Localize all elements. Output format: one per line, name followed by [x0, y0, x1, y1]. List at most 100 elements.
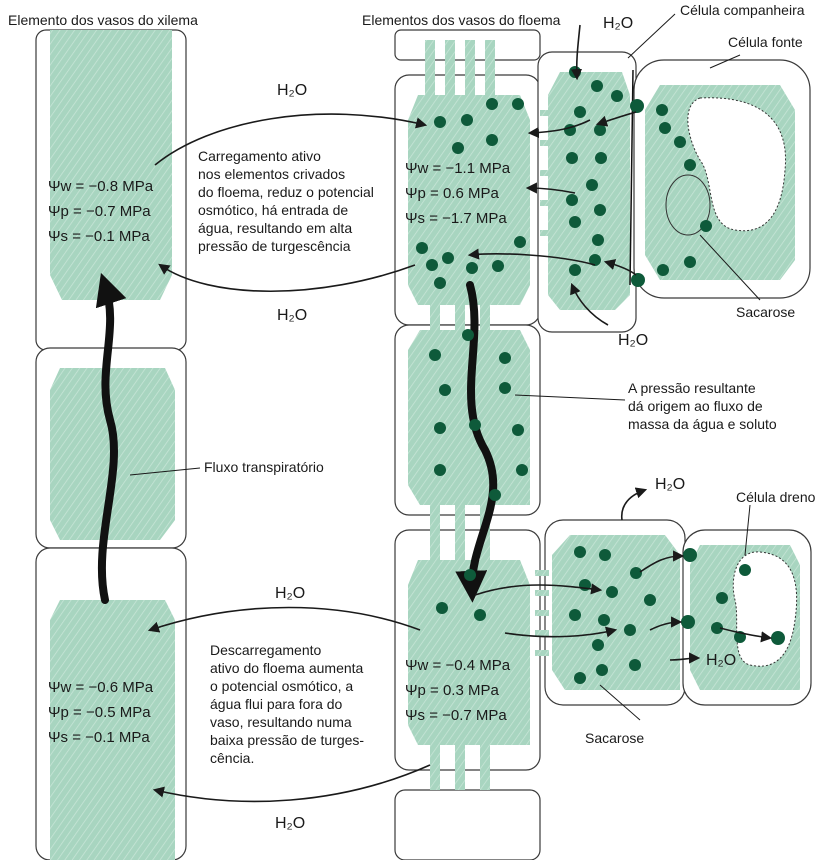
companion-cell-label: Célula companheira [680, 2, 805, 18]
sucrose-dot [512, 424, 524, 436]
source-complex [538, 52, 810, 332]
sucrose-dot [684, 159, 696, 171]
water-out-arrow-sink [622, 490, 645, 520]
sucrose-dot [606, 586, 618, 598]
unloading-note-line-7: cência. [210, 750, 254, 766]
sucrose-dot [611, 90, 623, 102]
sucrose-dot [434, 422, 446, 434]
sucrose-dot [594, 204, 606, 216]
sucrose-dot [514, 236, 526, 248]
pressure-note-line-2: dá origem ao fluxo de [628, 398, 763, 414]
sucrose-dot [512, 98, 524, 110]
sieve-element-bottom-stub [395, 790, 540, 860]
sucrose-dot [466, 262, 478, 274]
sucrose-dot [464, 569, 476, 581]
sucrose-dot [586, 179, 598, 191]
water-label-sink-inner: H₂O [706, 652, 736, 669]
unloading-note-line-1: Descarregamento [210, 642, 321, 658]
water-out-arrow-bottom [155, 765, 430, 801]
phloem-top-psi-s: Ψs = −1.7 MPa [405, 210, 507, 227]
sucrose-dot [594, 124, 606, 136]
sucrose-dot [492, 260, 504, 272]
water-label-top-companion: H₂O [603, 15, 633, 32]
phloem-top-psi-w: Ψw = −1.1 MPa [405, 160, 511, 177]
water-label-unload-lower: H₂O [275, 815, 305, 832]
sucrose-dot [569, 66, 581, 78]
sucrose-dot [599, 549, 611, 561]
xylem-bottom-psi-w: Ψw = −0.6 MPa [48, 679, 154, 696]
sucrose-dot [469, 419, 481, 431]
phloem-top-psi-p: Ψp = 0.6 MPa [405, 185, 499, 202]
loading-note-line-2: nos elementos crivados [198, 166, 345, 182]
xylem-bottom-psi-s: Ψs = −0.1 MPa [48, 729, 150, 746]
sucrose-dot [684, 256, 696, 268]
sucrose-dot [436, 602, 448, 614]
sucrose-dot [644, 594, 656, 606]
sucrose-dot [452, 142, 464, 154]
sucrose-dot [629, 659, 641, 671]
phloem-sieve-tube [395, 30, 540, 860]
unloading-note-line-3: o potencial osmótico, a [210, 678, 353, 694]
xylem-top-psi-s: Ψs = −0.1 MPa [48, 228, 150, 245]
sucrose-dot [486, 134, 498, 146]
sucrose-dot [591, 80, 603, 92]
sucrose-dot [596, 664, 608, 676]
sucrose-dot [656, 104, 668, 116]
sucrose-dot [592, 234, 604, 246]
sucrose-dot [569, 609, 581, 621]
sucrose-dot [569, 264, 581, 276]
sucrose-dot [659, 122, 671, 134]
sucrose-dot [631, 273, 645, 287]
sucrose-dot [657, 264, 669, 276]
sucrose-dot [461, 114, 473, 126]
unloading-note-line-5: vaso, resultando numa [210, 714, 352, 730]
loading-note-line-1: Carregamento ativo [198, 148, 321, 164]
sucrose-dot [429, 349, 441, 361]
water-label-sink: H₂O [655, 476, 685, 493]
sucrose-dot [566, 194, 578, 206]
water-label-companion-bottom: H₂O [618, 332, 648, 349]
sucrose-dot [739, 564, 751, 576]
sucrose-dot [716, 592, 728, 604]
xylem-lumen-top [50, 30, 172, 300]
water-back-arrow-top [160, 265, 415, 291]
xylem-title: Elemento dos vasos do xilema [8, 12, 198, 28]
sucrose-dot [489, 489, 501, 501]
sucrose-dot [516, 464, 528, 476]
sucrose-dot [595, 152, 607, 164]
sucrose-dot [434, 277, 446, 289]
phloem-bottom-psi-w: Ψw = −0.4 MPa [405, 657, 511, 674]
sucrose-dot [624, 624, 636, 636]
phloem-bottom-psi-s: Ψs = −0.7 MPa [405, 707, 507, 724]
sucrose-dot [771, 631, 785, 645]
source-cell-label: Célula fonte [728, 34, 803, 50]
sucrose-dot [474, 609, 486, 621]
loading-note-line-5: água, resultando em alta [198, 220, 352, 236]
sucrose-dot [574, 672, 586, 684]
sucrose-label-bottom: Sacarose [585, 730, 644, 746]
water-label-unload-upper: H₂O [275, 585, 305, 602]
loading-note-line-4: osmótico, há entrada de [198, 202, 348, 218]
sucrose-dot [416, 242, 428, 254]
sucrose-dot [574, 106, 586, 118]
sucrose-dot [499, 352, 511, 364]
phloem-title: Elementos dos vasos do floema [362, 12, 561, 28]
pressure-note-line-1: A pressão resultante [628, 380, 756, 396]
sucrose-dot [681, 615, 695, 629]
sucrose-dot [700, 220, 712, 232]
sucrose-dot [486, 98, 498, 110]
sucrose-dot [598, 614, 610, 626]
sucrose-dot [674, 136, 686, 148]
loading-note-line-3: do floema, reduz o potencial [198, 184, 374, 200]
loading-note-line-6: pressão de turgescência [198, 238, 351, 254]
sucrose-dot [630, 567, 642, 579]
water-out-arrow-top [150, 608, 420, 631]
water-label-upper: H₂O [277, 82, 307, 99]
sucrose-dot [630, 99, 644, 113]
xylem-top-psi-p: Ψp = −0.7 MPa [48, 203, 151, 220]
sucrose-dot [566, 152, 578, 164]
unloading-note-line-4: água flui para fora do [210, 696, 343, 712]
sucrose-dot [434, 464, 446, 476]
unloading-note-line-2: ativo do floema aumenta [210, 660, 364, 676]
